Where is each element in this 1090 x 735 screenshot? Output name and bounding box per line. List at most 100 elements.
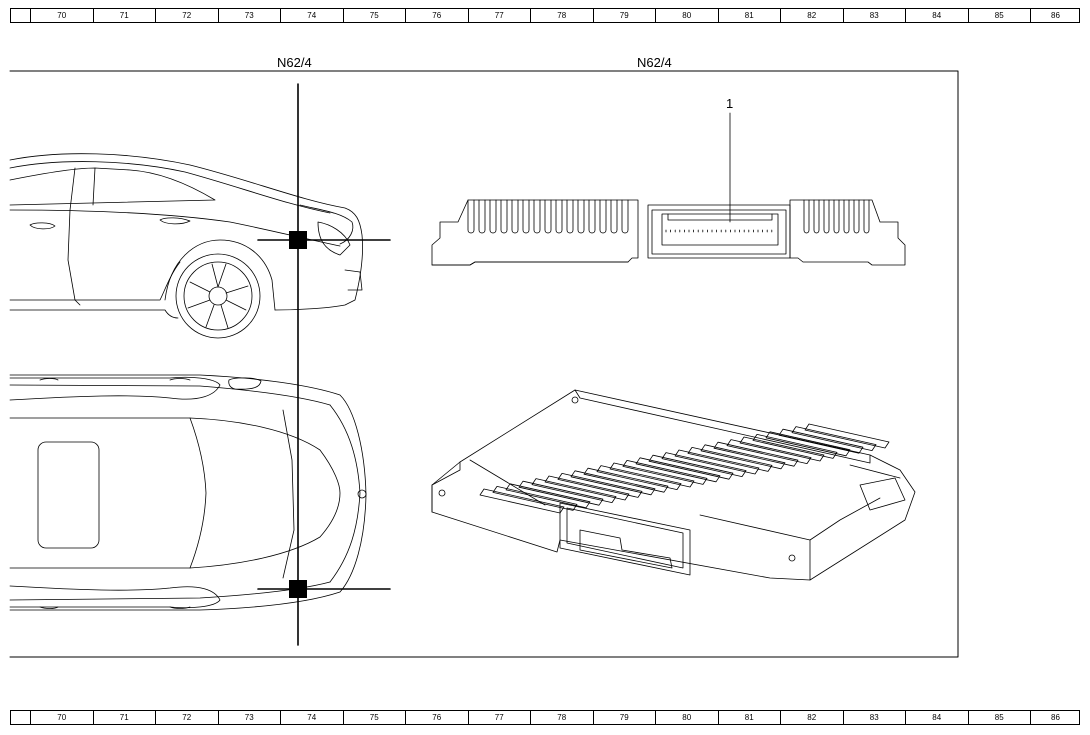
car-top-view [9,374,367,611]
ruler-right-cap [1079,710,1080,725]
ruler-cell-77: 77 [467,710,531,725]
heat-sink-fin [583,467,669,493]
heat-sink-fin [522,199,530,234]
heat-sink-fin [566,199,574,234]
heat-sink-fin [610,199,618,234]
ruler-cell-74: 74 [280,8,343,23]
ruler-cell-71: 71 [92,8,156,23]
location-marker-top [289,580,307,598]
ruler-cell-75: 75 [342,710,406,725]
heat-sink-fin [700,444,786,470]
ruler-cell-80: 80 [655,8,718,23]
car-side-view [9,153,363,339]
heat-sink-fin [478,199,486,234]
heat-sink-fin [577,199,585,234]
heat-sink-fin [500,199,508,234]
heat-sink-fin [813,199,820,234]
ruler-cell-77: 77 [467,8,531,23]
control-unit-fins-right [803,199,870,234]
ruler-cell-78: 78 [530,710,593,725]
heat-sink-fin [489,199,497,234]
ruler-cell-73: 73 [217,8,281,23]
ruler-cell-84: 84 [905,710,968,725]
ruler-cell-82: 82 [780,8,843,23]
heat-sink-fin [661,452,747,477]
ruler-cell-83: 83 [842,8,906,23]
ruler-cell-81: 81 [717,8,781,23]
heat-sink-fin [752,434,838,459]
heat-sink-fin [622,460,708,485]
ruler-cell-74: 74 [280,710,343,725]
heat-sink-fin [843,199,850,234]
heat-sink-fin [531,478,617,503]
isometric-fins [479,423,890,514]
heat-sink-fin [570,470,656,496]
ruler-cell-86: 86 [1030,8,1080,23]
ruler-top-line [10,710,1080,711]
heat-sink-fin [823,199,830,234]
control-unit-fins-left [467,199,629,234]
heat-sink-fin [599,199,607,234]
ruler-left-cap [10,8,11,23]
heat-sink-fin [863,199,870,234]
connector-pins [665,229,773,233]
heat-sink-fin [791,426,877,451]
ruler-cell-84: 84 [905,8,968,23]
ruler-cell-72: 72 [155,710,218,725]
ruler-cell-83: 83 [842,710,906,725]
control-unit-isometric-view [431,389,916,581]
diagram-frame [9,70,959,658]
ruler-cell-72: 72 [155,8,218,23]
heat-sink-fin [726,439,812,464]
heat-sink-fin [479,488,565,514]
ruler-cell-78: 78 [530,8,593,23]
heat-sink-fin [505,483,591,509]
heat-sink-fin [609,462,695,488]
heat-sink-fin [511,199,519,234]
ruler-cell-76: 76 [405,8,468,23]
ruler-cell-85: 85 [967,710,1031,725]
ruler-cell-79: 79 [592,710,656,725]
ruler-top-line [10,8,1080,9]
ruler-cell-75: 75 [342,8,406,23]
heat-sink-fin [687,447,773,472]
heat-sink-fin [648,454,734,480]
control-unit-front-view [431,112,906,266]
ruler-cell-76: 76 [405,710,468,725]
heat-sink-fin [739,436,825,462]
ruler-cell-70: 70 [30,8,93,23]
heat-sink-fin [544,199,552,234]
heat-sink-fin [778,428,864,454]
ruler-cell-81: 81 [717,710,781,725]
heat-sink-fin [674,449,760,475]
heat-sink-fin [621,199,629,234]
ruler-cell-80: 80 [655,710,718,725]
heat-sink-fin [544,475,630,501]
heat-sink-fin [533,199,541,234]
ruler-cell-79: 79 [592,8,656,23]
heat-sink-fin [765,431,851,457]
component-view-title: N62/4 [637,55,672,70]
location-marker-side [289,231,307,249]
heat-sink-fin [492,486,578,511]
heat-sink-fin [804,423,890,449]
heat-sink-fin [518,480,604,506]
heat-sink-fin [803,199,810,234]
callout-number-1: 1 [726,96,734,111]
location-view-title: N62/4 [277,55,312,70]
ruler-cell-82: 82 [780,710,843,725]
heat-sink-fin [555,199,563,234]
ruler-cell-73: 73 [217,710,281,725]
ruler-cell-71: 71 [92,710,156,725]
location-marker-lines [257,83,391,646]
ruler-cell-85: 85 [967,8,1031,23]
ruler-left-cap [10,710,11,725]
heat-sink-fin [635,457,721,483]
heat-sink-fin [467,199,475,234]
heat-sink-fin [833,199,840,234]
heat-sink-fin [557,473,643,498]
heat-sink-fin [596,465,682,490]
